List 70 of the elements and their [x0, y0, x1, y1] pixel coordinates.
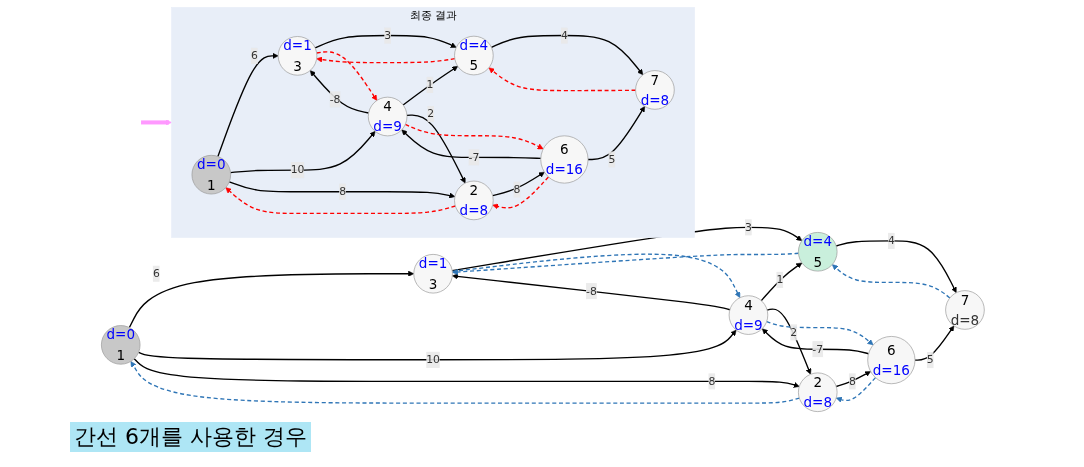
- node-circle: 7 d=8: [944, 290, 985, 330]
- edge-label: 5: [926, 353, 934, 367]
- arrow: [309, 70, 369, 114]
- edge-label: 2: [789, 325, 797, 339]
- arrow: [835, 371, 871, 388]
- edge-label: -8: [585, 284, 597, 298]
- node-circle: 6 d=16: [867, 336, 915, 385]
- node-circle: 7 d=8: [634, 70, 675, 110]
- edge-label: 3: [383, 28, 391, 42]
- edge-label: 1: [426, 78, 434, 91]
- edge-label: 8: [848, 374, 856, 388]
- arrow: [405, 114, 466, 184]
- node-circle: d=1 3: [277, 36, 317, 76]
- edge-label: 8: [513, 182, 521, 196]
- node-circle: d=0 1: [191, 155, 231, 195]
- arrow: [225, 187, 456, 215]
- arrow: [404, 123, 544, 150]
- arrow: [587, 106, 645, 161]
- arrow: [451, 273, 731, 311]
- node-circle: d=0 1: [100, 325, 141, 365]
- arrow: [402, 66, 458, 106]
- arrow: [491, 171, 545, 197]
- arrow: [128, 270, 414, 329]
- arrow: [451, 252, 799, 275]
- edge-label: 4: [887, 234, 895, 248]
- arrow: [229, 131, 376, 174]
- node-circle: d=4 5: [453, 35, 494, 76]
- edge-label: 3: [744, 220, 752, 234]
- arrow: [761, 328, 869, 355]
- node-circle: 2 d=8: [797, 372, 838, 412]
- edge-label: 1: [776, 273, 783, 286]
- arrow: [490, 34, 643, 76]
- edge-label: 6: [250, 49, 258, 62]
- edge-label: 4: [560, 28, 568, 42]
- edge-label: -7: [468, 150, 479, 164]
- node-circle: 4 d=9: [728, 295, 768, 335]
- arrow: [401, 129, 542, 160]
- node-circle: 6 d=16: [540, 135, 589, 184]
- arrow: [765, 320, 874, 346]
- arrow: [137, 329, 737, 361]
- arrow: [835, 376, 876, 403]
- edge-label: -7: [811, 342, 823, 356]
- arrow: [488, 67, 636, 92]
- arrow: [316, 56, 456, 64]
- arrow: [831, 264, 951, 299]
- edge-label: 2: [426, 107, 434, 121]
- node-circle: 4 d=9: [367, 96, 407, 137]
- edge-label: 8: [338, 184, 346, 198]
- node-circle: 2 d=8: [453, 180, 494, 221]
- node-circle: d=4 5: [797, 232, 838, 272]
- edge-label: -8: [329, 92, 341, 106]
- arrow: [766, 308, 811, 375]
- arrow: [315, 51, 377, 101]
- edge-label: 5: [608, 152, 615, 166]
- arrow: [216, 52, 279, 158]
- edge-label: 10: [290, 163, 305, 177]
- caption-text: 간선 6개를 사용한 경우: [70, 422, 311, 452]
- arrow: [140, 119, 172, 126]
- arrow: [133, 358, 800, 388]
- edge-label: 8: [708, 374, 715, 388]
- arrow: [835, 240, 957, 293]
- edge-label: 6: [152, 266, 160, 280]
- arrow: [314, 34, 457, 49]
- arrow: [228, 181, 455, 199]
- node-circle: d=1 3: [413, 254, 453, 294]
- arrow: [760, 262, 802, 302]
- arrow: [130, 361, 800, 404]
- arrow: [492, 176, 549, 210]
- edge-label: 10: [425, 353, 440, 366]
- arrow: [451, 253, 740, 298]
